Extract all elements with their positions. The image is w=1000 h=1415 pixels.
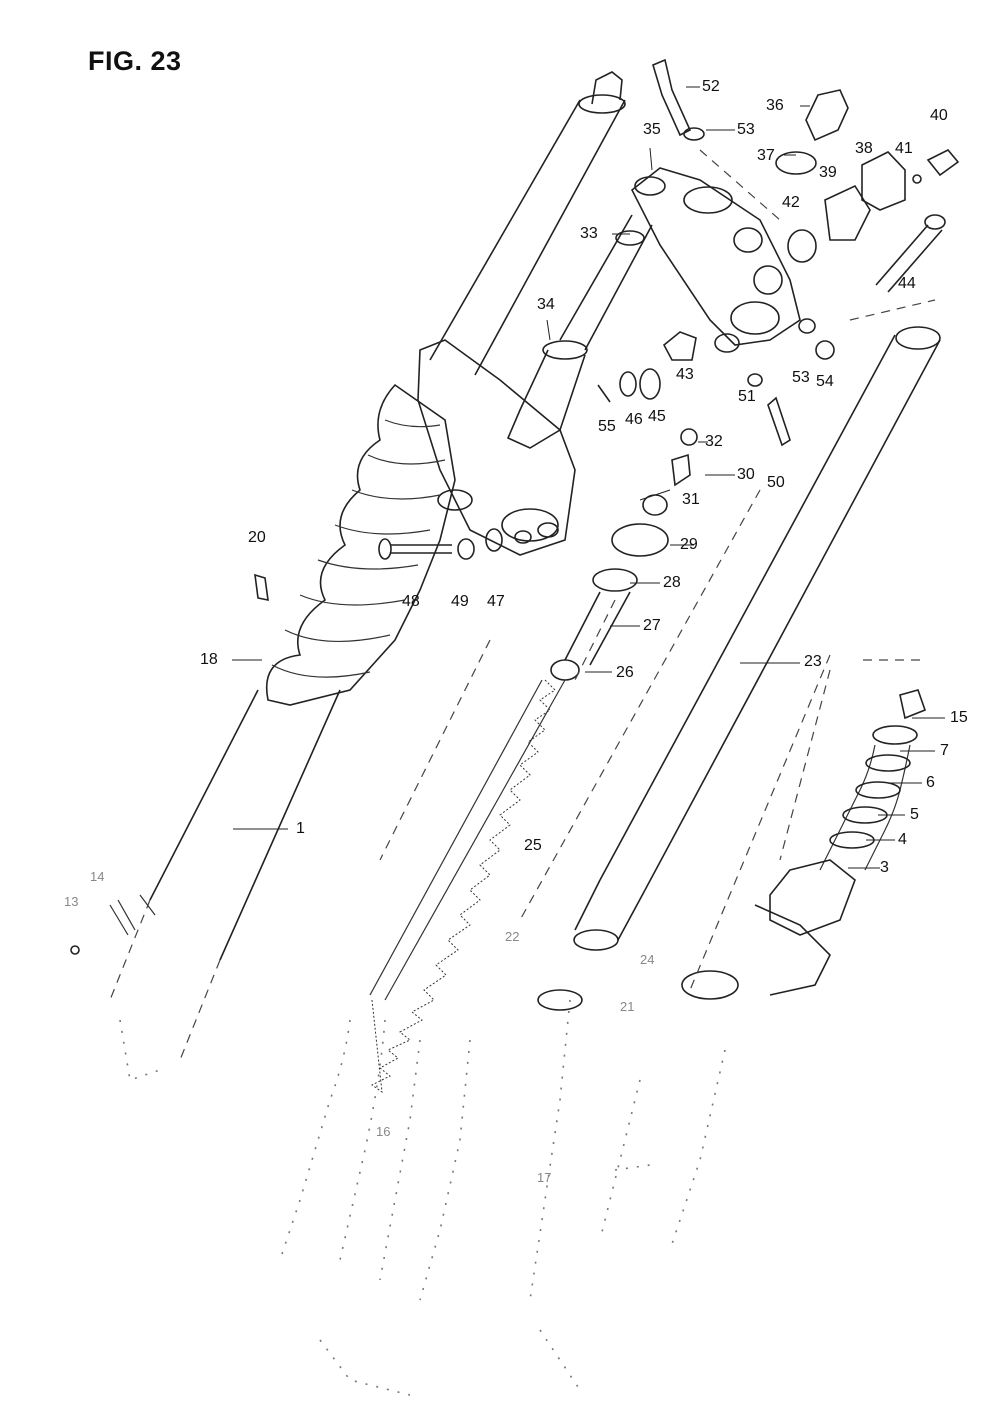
callout-37[interactable]: 37 (757, 147, 775, 164)
callout-17[interactable]: 17 (537, 1170, 552, 1185)
upper-bracket (630, 167, 801, 353)
callout-47[interactable]: 47 (487, 593, 505, 610)
callout-40[interactable]: 40 (930, 107, 948, 124)
callout-41[interactable]: 41 (895, 140, 913, 157)
callout-16[interactable]: 16 (376, 1124, 391, 1139)
callout-27[interactable]: 27 (643, 617, 661, 634)
figure-title: FIG. 23 (88, 46, 182, 76)
callout-29[interactable]: 29 (680, 536, 698, 553)
callout-5[interactable]: 5 (910, 806, 919, 823)
callout-30[interactable]: 30 (737, 466, 755, 483)
callout-43[interactable]: 43 (676, 366, 694, 383)
callout-51[interactable]: 51 (738, 388, 756, 405)
callout-31[interactable]: 31 (682, 491, 700, 508)
callout-20[interactable]: 20 (248, 529, 266, 546)
fork-boot (266, 383, 456, 706)
callout-15[interactable]: 15 (950, 709, 968, 726)
callout-50[interactable]: 50 (767, 474, 785, 491)
callout-45[interactable]: 45 (648, 408, 666, 425)
lower-bracket (417, 339, 576, 556)
callout-35[interactable]: 35 (643, 121, 661, 138)
callout-42[interactable]: 42 (782, 194, 800, 211)
callout-24[interactable]: 24 (640, 952, 655, 967)
callout-21[interactable]: 21 (620, 999, 635, 1014)
faded-lower-section (119, 999, 726, 1396)
fork-spring (369, 679, 566, 1094)
callout-52[interactable]: 52 (702, 78, 720, 95)
callout-34[interactable]: 34 (537, 296, 555, 313)
callout-13[interactable]: 13 (64, 894, 79, 909)
callout-6[interactable]: 6 (926, 774, 935, 791)
callout-7[interactable]: 7 (940, 742, 949, 759)
damper-rod-parts (681, 689, 927, 1000)
callout-28[interactable]: 28 (663, 574, 681, 591)
drain-screw-parts (70, 894, 156, 955)
callout-55[interactable]: 55 (598, 418, 616, 435)
callout-23[interactable]: 23 (804, 653, 822, 670)
callout-26[interactable]: 26 (616, 664, 634, 681)
left-inner-tube (429, 71, 626, 376)
callout-38[interactable]: 38 (855, 140, 873, 157)
callout-3[interactable]: 3 (880, 859, 889, 876)
callout-33[interactable]: 33 (580, 225, 598, 242)
callout-53-top[interactable]: 53 (737, 121, 755, 138)
pinch-bolt-parts (254, 528, 503, 602)
callout-54[interactable]: 54 (816, 373, 834, 390)
callout-18[interactable]: 18 (200, 651, 218, 668)
left-outer-tube (109, 689, 341, 1061)
callout-46[interactable]: 46 (625, 411, 643, 428)
callout-32[interactable]: 32 (705, 433, 723, 450)
callout-44[interactable]: 44 (898, 275, 916, 292)
callout-48[interactable]: 48 (402, 593, 420, 610)
callout-1[interactable]: 1 (296, 820, 305, 837)
callout-49[interactable]: 49 (451, 593, 469, 610)
callout-39[interactable]: 39 (819, 164, 837, 181)
callout-25[interactable]: 25 (524, 837, 542, 854)
assembly-guide-lines (379, 149, 936, 991)
callout-53-lower[interactable]: 53 (792, 369, 810, 386)
right-fork-tube (537, 326, 941, 1011)
handlebar-clamp-parts (550, 58, 960, 681)
callout-22[interactable]: 22 (505, 929, 520, 944)
steering-stem (506, 214, 653, 449)
callout-leader-lines (232, 86, 945, 869)
callout-14[interactable]: 14 (90, 869, 105, 884)
callout-36[interactable]: 36 (766, 97, 784, 114)
fork-inner-tube-middle (564, 591, 631, 666)
callout-4[interactable]: 4 (898, 831, 907, 848)
